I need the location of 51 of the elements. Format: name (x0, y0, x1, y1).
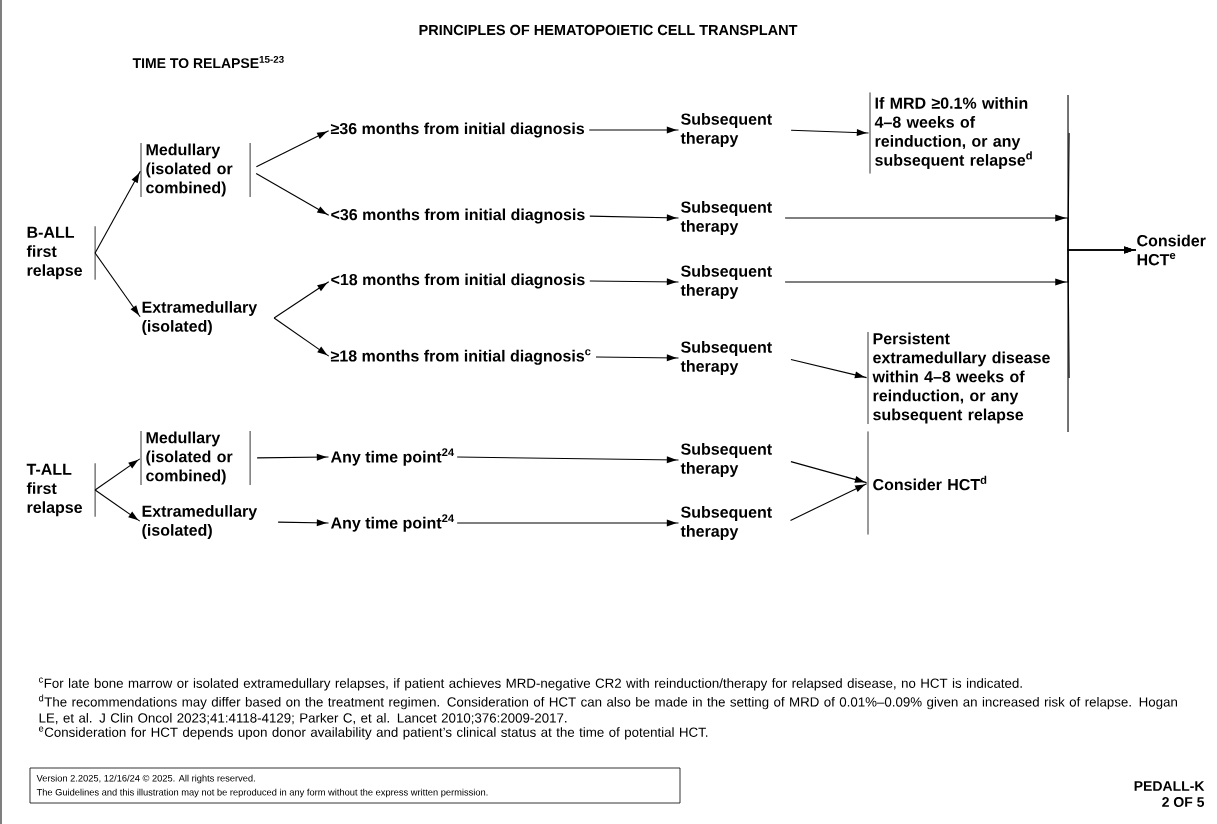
arrow (94, 489, 141, 522)
timing-label: Any time point$^{24}$ (330, 448, 455, 466)
branch-label: Extramedullary (isolated) (142, 505, 258, 539)
therapy-label: Subsequent therapy (680, 113, 772, 147)
arrow (595, 354, 680, 362)
condition-label: T-ALL first relapse (26, 462, 96, 518)
criteria-label: If MRD ≥0.1% within 4–8 weeks of reinduction, or any subsequent relapse$^{d}$ (869, 92, 1032, 174)
outcome-label: Consider HCT$^{d}$ (867, 431, 987, 535)
arrow (255, 130, 330, 168)
timing-label: ≥18 months from initial diagnosis$^{c}$ (330, 349, 591, 365)
arrow (790, 358, 868, 379)
therapy-label: Subsequent therapy (680, 341, 772, 375)
outcome-label: Consider HCT$^{e}$ (1137, 234, 1206, 266)
arrow (94, 252, 141, 318)
arrow (1067, 246, 1137, 379)
therapy-label: Subsequent therapy (680, 443, 772, 477)
arrow (589, 278, 680, 286)
arrow (277, 519, 330, 527)
timing-label: Any time point$^{24}$ (330, 514, 455, 532)
arrow (790, 461, 868, 484)
arrow (790, 129, 870, 137)
footnote: $^{d}$The recommendations may differ based on the treatment regimen. Consideration of HCT can also be made in the setting of MRD of 0.01%–0.09% given an increased risk of relapse. Hogan LE, et al. J Clin Oncol 2023;41:4118-4129; Parker C, et al. Lancet 2010;376:2009-2017. (38, 694, 1177, 725)
page-number: 2 OF 5 (1162, 797, 1205, 807)
footnote: $^{c}$For late bone marrow or isolated extramedullary relapses, if patient achieves MRD-negative CR2 with reinduction/therapy for relapsed disease, no HCT is indicated. (38, 677, 1022, 691)
timing-label: <18 months from initial diagnosis (331, 273, 585, 289)
section-heading: TIME TO RELAPSE$^{15-23}$ (132, 55, 284, 69)
page-code: PEDALL-K (1134, 781, 1205, 791)
criteria-label: Persistent extramedullary disease within 4–8 weeks of reinduction, or any subsequent relapse (867, 331, 1050, 425)
branch-label: Medullary (isolated or combined) (140, 142, 251, 198)
arrow (456, 519, 680, 527)
arrow (94, 170, 141, 254)
branch-label: Extramedullary (isolated) (142, 301, 258, 335)
arrow (255, 172, 330, 216)
arrow (256, 453, 330, 461)
arrow (456, 456, 680, 464)
footnote: $^{e}$Consideration for HCT depends upon donor availability and patient’s clinical status at the time of potential HCT. (38, 726, 708, 740)
notice-box: Version 2.2025, 12/16/24 © 2025. All rights reserved. The Guidelines and this illustration may not be reproduced in any form without the express written permission. (29, 767, 681, 804)
timing-label: ≥36 months from initial diagnosis (330, 122, 585, 138)
arrow (273, 317, 330, 357)
arrow (94, 458, 141, 491)
arrow (273, 281, 330, 319)
therapy-label: Subsequent therapy (680, 265, 772, 299)
page-title: PRINCIPLES OF HEMATOPOIETIC CELL TRANSPLANT (419, 24, 798, 36)
therapy-label: Subsequent therapy (680, 201, 772, 235)
arrow (789, 483, 868, 521)
therapy-label: Subsequent therapy (680, 506, 772, 540)
timing-label: <36 months from initial diagnosis (331, 208, 585, 224)
branch-label: Medullary (isolated or combined) (140, 430, 251, 486)
arrow (589, 214, 680, 222)
arrow (588, 126, 680, 134)
condition-label: B-ALL first relapse (26, 225, 96, 281)
